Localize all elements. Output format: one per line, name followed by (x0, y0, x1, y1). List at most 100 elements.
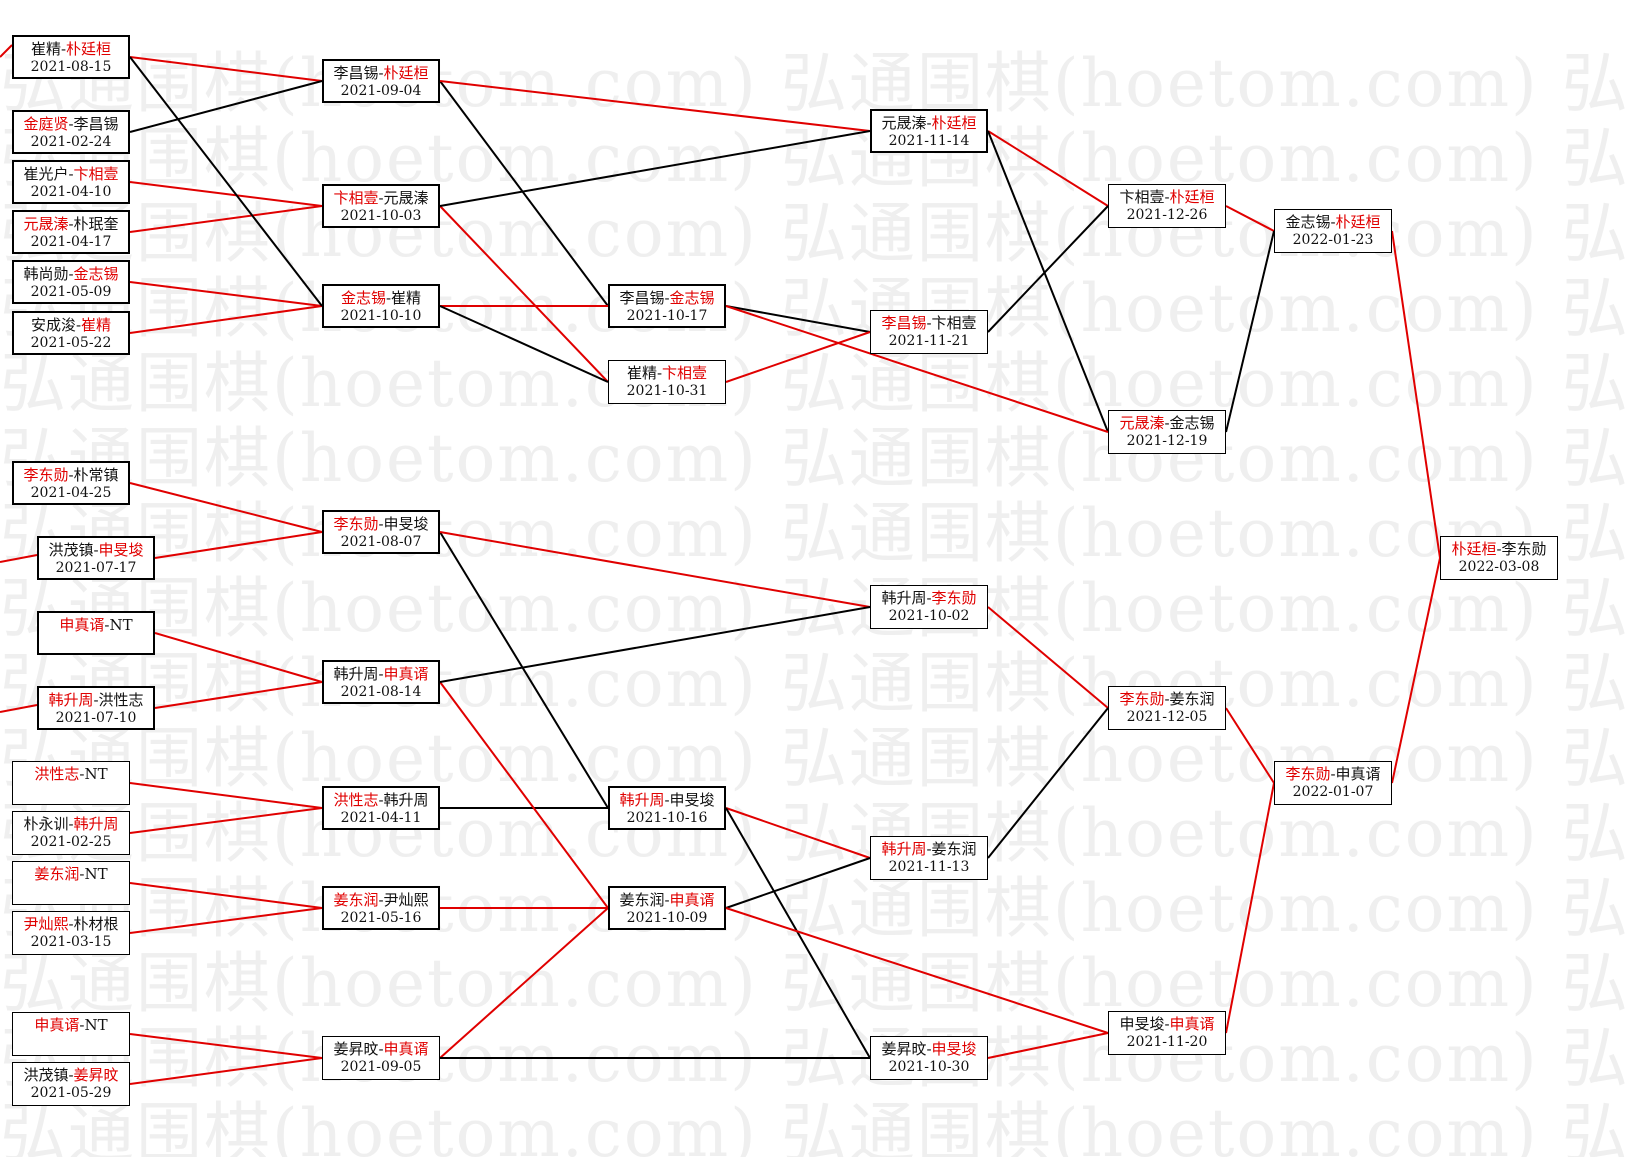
player-2: 洪性志 (98, 691, 144, 709)
bracket-line-r1-f-r2-c (129, 305, 323, 334)
match-players: 洪性志-韩升周 (324, 788, 438, 809)
bracket-line-r1-d-r2-b (129, 205, 323, 233)
bracket-line-r1-c-r2-b (129, 181, 323, 207)
match-date: 2021-10-03 (340, 208, 422, 224)
match-date: 2021-10-30 (888, 1059, 970, 1075)
player-2: 申真谞 (383, 665, 429, 683)
separator: - (1164, 690, 1170, 708)
player-2: 朴常镇 (73, 466, 119, 484)
separator: - (68, 815, 74, 833)
bracket-line-r4-e-r5-d (987, 1032, 1109, 1059)
match-players: 李东勋-申真谞 (1275, 762, 1391, 783)
match-players: 朴廷桓-李东勋 (1441, 537, 1557, 558)
player-2: 卞相壹 (662, 364, 708, 382)
bracket-line-r4-a-r5-b (987, 130, 1109, 433)
match-players: 韩升周-申旻埈 (610, 788, 724, 809)
bracket-line-r4-d-r5-c (987, 707, 1109, 859)
match-date: 2021-08-07 (340, 534, 422, 550)
match-players: 朴永训-韩升周 (13, 812, 129, 833)
match-date: 2021-07-10 (55, 710, 137, 726)
separator: - (664, 289, 670, 307)
bracket-line-r2-c-r3-b (439, 305, 609, 383)
player-2: 卞相壹 (931, 314, 977, 332)
match-box-r1-i[interactable]: 申真谞-NT (37, 611, 155, 655)
match-box-r1-m[interactable]: 姜东润-NT (12, 861, 130, 905)
separator: - (378, 189, 384, 207)
bracket-line-r1-m-r2-g (129, 882, 323, 909)
match-date: 2021-02-25 (30, 834, 112, 850)
player-2: NT (84, 865, 108, 883)
player-1: 洪茂镇 (23, 1066, 69, 1084)
bracket-line-r1-a-r2-a (129, 56, 323, 82)
match-date: 2022-01-23 (1292, 232, 1374, 248)
match-date: 2021-12-19 (1126, 433, 1208, 449)
player-1: 李东勋 (1285, 765, 1331, 783)
player-2: 申旻埈 (98, 541, 144, 559)
bracket-line-r2-b-r3-b (439, 205, 609, 383)
separator: - (926, 840, 932, 858)
player-2: 元晟溱 (383, 189, 429, 207)
separator: - (75, 316, 82, 334)
player-1: 卞相壹 (333, 189, 379, 207)
match-players: 李昌锡-朴廷桓 (324, 61, 438, 82)
separator: - (68, 466, 74, 484)
separator: - (664, 891, 670, 909)
player-1: 韩升周 (881, 840, 927, 858)
match-players: 韩升周-李东勋 (871, 586, 987, 607)
bracket-line-r1-p-r2-h (129, 1057, 323, 1085)
player-2: 朴珉奎 (73, 215, 119, 233)
match-players: 韩尚勋-金志锡 (14, 262, 128, 283)
match-box-r1-k[interactable]: 洪性志-NT (12, 761, 130, 805)
player-2: 韩升周 (73, 815, 119, 833)
match-box-r1-o[interactable]: 申真谞-NT (12, 1012, 130, 1056)
player-1: 金志锡 (340, 289, 386, 307)
separator: - (93, 541, 99, 559)
match-players: 李昌锡-金志锡 (610, 286, 724, 307)
match-date: 2021-03-15 (30, 934, 112, 950)
separator: - (385, 289, 392, 307)
player-1: 金志锡 (1285, 213, 1331, 231)
player-1: 李东勋 (333, 515, 379, 533)
match-players: 卞相壹-朴廷桓 (1109, 185, 1225, 206)
bracket-line-r4-b-r5-a (987, 205, 1109, 333)
separator: - (68, 265, 74, 283)
separator: - (68, 115, 74, 133)
